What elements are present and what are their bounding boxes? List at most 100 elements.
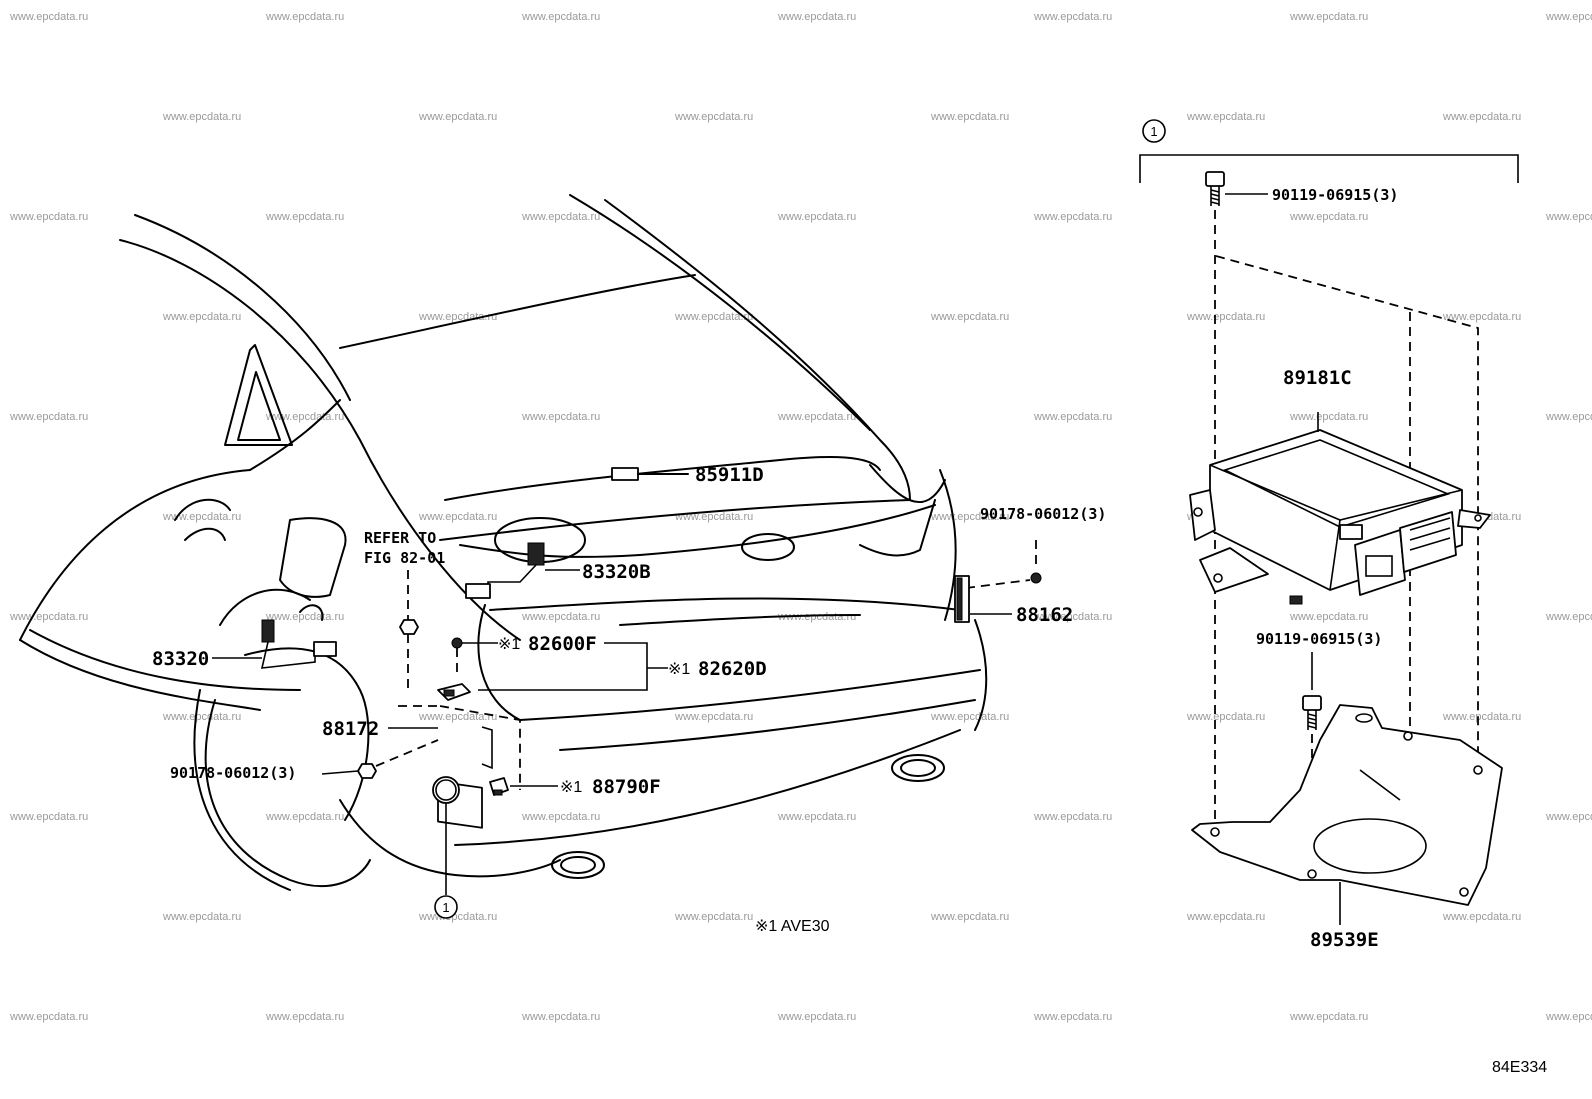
watermark-text: www.epcdata.ru — [162, 911, 241, 923]
watermark-text: www.epcdata.ru — [1442, 911, 1521, 923]
watermark-text: www.epcdata.ru — [930, 911, 1009, 923]
part-88172 — [388, 705, 521, 829]
watermark-text: www.epcdata.ru — [1186, 711, 1265, 723]
label-89539E: 89539E — [1310, 929, 1379, 951]
watermark-text: www.epcdata.ru — [1033, 611, 1112, 623]
watermark-text: www.epcdata.ru — [1545, 811, 1592, 823]
part-90178-left — [321, 739, 439, 779]
watermark-text: www.epcdata.ru — [265, 611, 344, 623]
watermark-text: www.epcdata.ru — [1033, 11, 1112, 23]
watermark-text: www.epcdata.ru — [1545, 1011, 1592, 1023]
watermark-text: www.epcdata.ru — [1545, 211, 1592, 223]
label-88162: 88162 — [1016, 604, 1073, 626]
round-pad — [432, 776, 460, 895]
watermark-text: www.epcdata.ru — [1442, 311, 1521, 323]
watermark-text: www.epcdata.ru — [674, 311, 753, 323]
part-88790F — [489, 777, 558, 796]
watermark-text: www.epcdata.ru — [777, 11, 856, 23]
watermark-text: www.epcdata.ru — [1545, 611, 1592, 623]
callout-top-text: 1 — [1150, 124, 1157, 139]
watermark-text: www.epcdata.ru — [162, 311, 241, 323]
part-89539E — [1191, 704, 1503, 925]
watermark-text: www.epcdata.ru — [777, 211, 856, 223]
label-88172: 88172 — [322, 718, 379, 740]
watermark-text: www.epcdata.ru — [265, 1011, 344, 1023]
watermark-text: www.epcdata.ru — [162, 111, 241, 123]
watermark-text: www.epcdata.ru — [9, 611, 88, 623]
watermark-text: www.epcdata.ru — [1186, 911, 1265, 923]
watermark-text: www.epcdata.ru — [418, 111, 497, 123]
watermark-text: www.epcdata.ru — [674, 111, 753, 123]
watermark-text: www.epcdata.ru — [1289, 1011, 1368, 1023]
watermark-text: www.epcdata.ru — [1545, 11, 1592, 23]
watermark-text: www.epcdata.ru — [1289, 611, 1368, 623]
watermark-text: www.epcdata.ru — [265, 11, 344, 23]
watermark-text: www.epcdata.ru — [521, 811, 600, 823]
watermark-text: www.epcdata.ru — [777, 811, 856, 823]
callout-top: 1 — [1142, 119, 1166, 143]
watermark-text: www.epcdata.ru — [162, 511, 241, 523]
label-82620D: 82620D — [698, 658, 767, 680]
watermark-text: www.epcdata.ru — [521, 1011, 600, 1023]
footnote-ave30: ※1 AVE30 — [755, 918, 830, 935]
watermark-text: www.epcdata.ru — [1186, 111, 1265, 123]
watermark-text: www.epcdata.ru — [521, 611, 600, 623]
watermark-text: www.epcdata.ru — [418, 511, 497, 523]
label-90178-left: 90178-06012(3) — [170, 764, 296, 782]
watermark-text: www.epcdata.ru — [9, 211, 88, 223]
watermark-text: www.epcdata.ru — [777, 1011, 856, 1023]
watermark-text: www.epcdata.ru — [930, 311, 1009, 323]
part-85911D — [611, 467, 689, 481]
watermark-text: www.epcdata.ru — [1033, 211, 1112, 223]
watermark-layer: www.epcdata.ru www.epcdata.ru www.epcdata.… — [9, 11, 1592, 1023]
label-83320B: 83320B — [582, 561, 651, 583]
callout-bottom-text: 1 — [442, 900, 449, 915]
refer-nut — [399, 570, 419, 690]
watermark-text: www.epcdata.ru — [265, 411, 344, 423]
refer-line-1: REFER TO — [364, 529, 436, 547]
watermark-text: www.epcdata.ru — [1033, 811, 1112, 823]
watermark-text: www.epcdata.ru — [418, 711, 497, 723]
label-88790F: 88790F — [592, 776, 661, 798]
watermark-text: www.epcdata.ru — [418, 911, 497, 923]
watermark-text: www.epcdata.ru — [1442, 111, 1521, 123]
watermark-text: www.epcdata.ru — [1289, 211, 1368, 223]
mark-88790F: ※1 — [560, 779, 582, 796]
watermark-text: www.epcdata.ru — [9, 1011, 88, 1023]
labels: 85911D 83320B 83320 REFER TO FIG 82-01 ※… — [152, 186, 1547, 1076]
watermark-text: www.epcdata.ru — [674, 911, 753, 923]
watermark-text: www.epcdata.ru — [1186, 311, 1265, 323]
callout-bottom: 1 — [434, 895, 458, 919]
watermark-text: www.epcdata.ru — [1289, 411, 1368, 423]
watermark-text: www.epcdata.ru — [265, 811, 344, 823]
watermark-text: www.epcdata.ru — [9, 11, 88, 23]
label-82600F: 82600F — [528, 633, 597, 655]
watermark-text: www.epcdata.ru — [674, 711, 753, 723]
watermark-text: www.epcdata.ru — [521, 411, 600, 423]
refer-line-2: FIG 82-01 — [364, 549, 445, 567]
label-90178-right: 90178-06012(3) — [980, 505, 1106, 523]
part-83320B — [465, 542, 580, 599]
watermark-text: www.epcdata.ru — [1033, 411, 1112, 423]
watermark-text: www.epcdata.ru — [1442, 711, 1521, 723]
label-85911D: 85911D — [695, 464, 764, 486]
label-89181C: 89181C — [1283, 367, 1352, 389]
watermark-text: www.epcdata.ru — [930, 711, 1009, 723]
label-90119-mid: 90119-06915(3) — [1256, 630, 1382, 648]
assembly-bracket — [1139, 154, 1519, 183]
watermark-text: www.epcdata.ru — [521, 11, 600, 23]
watermark-text: www.epcdata.ru — [1545, 411, 1592, 423]
watermark-text: www.epcdata.ru — [521, 211, 600, 223]
watermark-text: www.epcdata.ru — [9, 411, 88, 423]
watermark-text: www.epcdata.ru — [265, 211, 344, 223]
part-90119-top — [1205, 171, 1268, 830]
mark-82600F: ※1 — [498, 636, 520, 653]
part-82620D — [437, 642, 668, 701]
mark-82620D: ※1 — [668, 661, 690, 678]
watermark-text: www.epcdata.ru — [777, 411, 856, 423]
watermark-text: www.epcdata.ru — [162, 711, 241, 723]
part-89181C — [1189, 412, 1491, 605]
watermark-text: www.epcdata.ru — [777, 611, 856, 623]
car-rear-body — [19, 194, 988, 891]
